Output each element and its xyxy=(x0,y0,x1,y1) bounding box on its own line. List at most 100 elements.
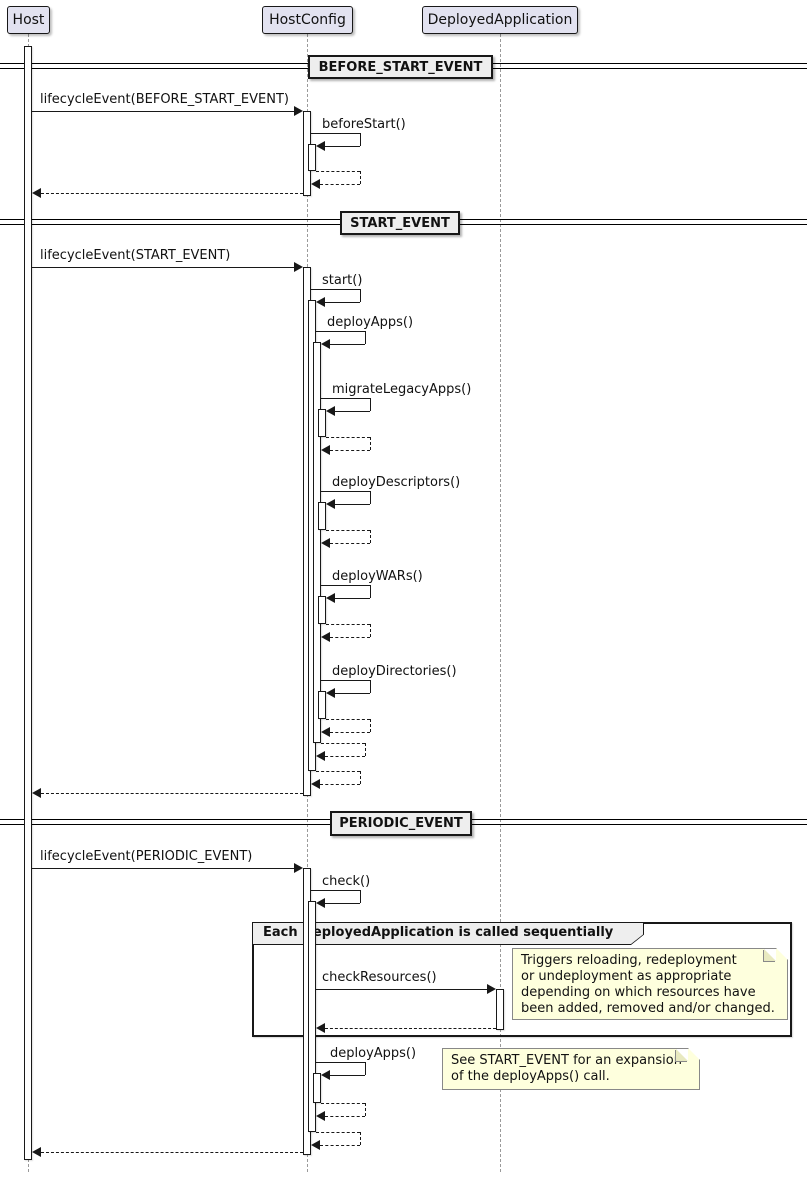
return-line xyxy=(370,530,371,543)
divider-start-event: START_EVENT xyxy=(340,211,460,235)
return-line xyxy=(370,624,371,637)
arrowhead-right xyxy=(294,262,303,272)
participant-host: Host xyxy=(7,6,50,34)
self-call-line xyxy=(311,133,360,134)
return-line xyxy=(365,743,366,756)
arrowhead-left xyxy=(321,339,330,349)
divider-periodic-event-label: PERIODIC_EVENT xyxy=(339,816,463,831)
return-line xyxy=(316,771,360,772)
participant-hostconfig: HostConfig xyxy=(262,6,353,34)
self-call-line xyxy=(370,491,371,504)
return-line xyxy=(325,1028,496,1029)
message-label: deployApps() xyxy=(327,315,414,330)
divider-start-event-label: START_EVENT xyxy=(350,215,450,231)
return-line xyxy=(360,1132,361,1145)
arrowhead-left xyxy=(321,632,330,642)
message-label: lifecycleEvent(PERIODIC_EVENT) xyxy=(40,849,253,864)
activation-beforestart xyxy=(308,144,316,171)
return-line xyxy=(326,437,370,438)
activation-deployapps-periodic xyxy=(313,1073,321,1103)
arrowhead-left xyxy=(316,141,325,151)
arrowhead-right xyxy=(487,984,496,994)
participant-host-label: Host xyxy=(12,12,45,28)
note-fold-icon xyxy=(676,1049,688,1061)
arrowhead-left xyxy=(311,179,320,189)
return-line xyxy=(365,1103,366,1116)
return-line xyxy=(326,624,370,625)
return-line xyxy=(325,1116,365,1117)
arrowhead-left xyxy=(321,727,330,737)
activation-deployapps xyxy=(313,342,321,743)
return-line xyxy=(325,756,365,757)
activation-host xyxy=(24,46,32,1160)
arrowhead-left xyxy=(316,751,325,761)
self-call-line xyxy=(321,491,370,492)
self-call-line xyxy=(365,331,366,344)
lifeline-deployedapplication xyxy=(500,34,501,1172)
return-line xyxy=(41,193,303,194)
self-call-line xyxy=(330,1075,365,1076)
return-line xyxy=(321,743,365,744)
arrowhead-left xyxy=(32,188,41,198)
self-call-line xyxy=(335,693,370,694)
message-label: migrateLegacyApps() xyxy=(332,382,472,397)
arrowhead-left xyxy=(311,779,320,789)
activation-checkresources xyxy=(496,989,504,1030)
return-line xyxy=(360,171,361,184)
divider-before-start-event-label: BEFORE_START_EVENT xyxy=(318,59,483,75)
activation-migratelegacyapps xyxy=(318,409,326,437)
message-label: deployDescriptors() xyxy=(332,475,461,490)
return-line xyxy=(316,1132,360,1133)
arrowhead-left xyxy=(316,1023,325,1033)
return-line xyxy=(41,793,303,794)
arrowhead-right xyxy=(294,106,303,116)
note-fold-icon xyxy=(764,949,776,961)
self-call-line xyxy=(330,344,365,345)
self-call-line xyxy=(360,890,361,903)
message-label: deployApps() xyxy=(330,1046,417,1061)
arrowhead-left xyxy=(326,499,335,509)
self-call-line xyxy=(316,1062,365,1063)
self-call-line xyxy=(360,289,361,302)
arrowhead-left xyxy=(326,688,335,698)
self-call-line xyxy=(370,680,371,693)
return-line xyxy=(330,543,370,544)
message-label: lifecycleEvent(BEFORE_START_EVENT) xyxy=(40,92,289,107)
message-line xyxy=(32,868,294,869)
arrowhead-left xyxy=(326,406,335,416)
participant-deployedapplication: DeployedApplication xyxy=(422,6,578,34)
message-label: deployWARs() xyxy=(332,569,423,584)
arrowhead-left xyxy=(316,297,325,307)
self-call-line xyxy=(365,1062,366,1075)
arrowhead-left xyxy=(321,445,330,455)
arrowhead-left xyxy=(316,898,325,908)
message-label: beforeStart() xyxy=(322,117,406,132)
return-line xyxy=(370,437,371,450)
return-line xyxy=(330,450,370,451)
self-call-line xyxy=(325,302,360,303)
arrowhead-left xyxy=(316,1111,325,1121)
note-check-resources: Triggers reloading, redeployment or unde… xyxy=(512,948,788,1020)
participant-deployedapplication-label: DeployedApplication xyxy=(427,12,573,28)
return-line xyxy=(326,530,370,531)
message-line xyxy=(32,267,294,268)
arrowhead-right xyxy=(294,863,303,873)
arrowhead-left xyxy=(32,1147,41,1157)
message-label: start() xyxy=(322,273,363,288)
self-call-line xyxy=(311,890,360,891)
self-call-line xyxy=(311,289,360,290)
activation-check xyxy=(308,901,316,1132)
message-label: lifecycleEvent(START_EVENT) xyxy=(40,248,231,263)
arrowhead-left xyxy=(321,538,330,548)
divider-periodic-event: PERIODIC_EVENT xyxy=(330,811,472,836)
return-line xyxy=(330,637,370,638)
arrowhead-left xyxy=(321,1070,330,1080)
divider-before-start-event: BEFORE_START_EVENT xyxy=(308,55,493,79)
return-line xyxy=(360,771,361,784)
activation-deploydescriptors xyxy=(318,502,326,530)
return-line xyxy=(321,1103,365,1104)
participant-hostconfig-label: HostConfig xyxy=(269,12,346,28)
return-line xyxy=(330,732,370,733)
self-call-line xyxy=(325,146,360,147)
message-label: deployDirectories() xyxy=(332,664,457,679)
